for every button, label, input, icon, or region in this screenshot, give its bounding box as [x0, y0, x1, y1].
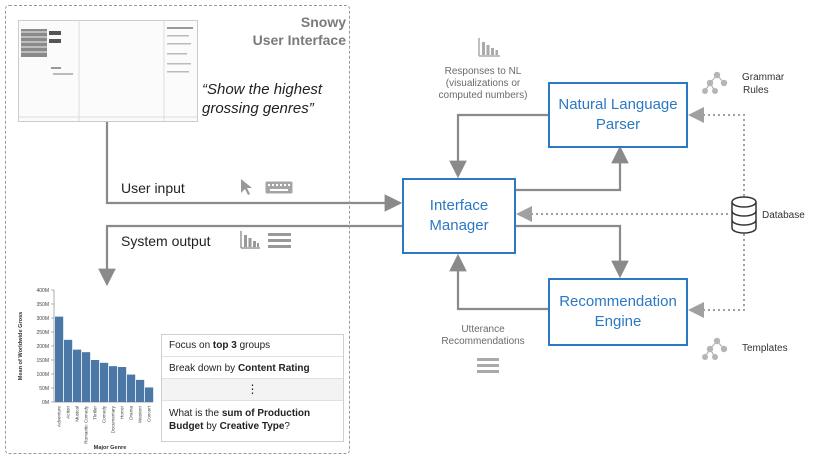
templates-label: Templates	[742, 343, 788, 354]
rec-bold: Content Rating	[237, 363, 310, 374]
recommendation-engine-box: Recommendation Engine	[548, 278, 688, 346]
responses-line3: computed numbers)	[438, 90, 528, 101]
bar	[91, 360, 100, 402]
rec-text: Break down by	[169, 363, 238, 374]
y-tick-label: 50M	[39, 386, 49, 392]
interface-manager-box: Interface Manager	[402, 178, 516, 254]
bar	[127, 374, 136, 402]
database-icon	[731, 196, 757, 234]
genre-bar-chart: 0M 50M 100M 150M 200M 250M 300M 350M 400M Adventu…	[18, 288, 154, 451]
nl-parser-line2: Parser	[595, 116, 641, 133]
utterance-label: Utterance Recommendations	[420, 324, 546, 348]
rec-bold: sum of Production	[221, 408, 311, 419]
im-to-parser-arrow	[516, 145, 629, 192]
rec-text: Focus on	[169, 340, 213, 351]
grammar-line2: Rules	[743, 85, 769, 96]
x-tick-label: Thriller	[93, 406, 98, 421]
system-output-label: System output	[121, 233, 211, 249]
frame-title: Snowy User Interface	[230, 13, 346, 49]
rec-engine-line2: Engine	[594, 313, 642, 330]
ellipsis-icon: ⋮	[246, 382, 259, 396]
im-to-rec-arrow	[516, 224, 629, 279]
templates-tree-icon	[702, 337, 728, 360]
bar	[100, 362, 109, 402]
x-tick-label: Comedy	[102, 405, 107, 423]
responses-chart-icon	[478, 38, 500, 57]
x-tick-label: Drama	[129, 406, 134, 420]
y-tick-label: 0M	[42, 400, 49, 406]
parser-to-im-arrow	[449, 113, 548, 179]
utterance-line1: Utterance	[461, 324, 505, 335]
y-tick-label: 350M	[36, 302, 49, 308]
bar	[55, 316, 64, 402]
rec-text: groups	[236, 340, 271, 351]
cursor-icon	[241, 179, 252, 195]
list-icon	[268, 233, 291, 248]
bar	[64, 339, 73, 402]
rec-bold: Creative Type	[219, 421, 285, 432]
user-input-arrow	[105, 122, 403, 212]
responses-line2: (visualizations or	[445, 78, 521, 89]
x-tick-label: Horror	[120, 406, 125, 419]
database-label: Database	[762, 210, 805, 221]
rec-engine-line1: Recommendation	[559, 293, 677, 310]
y-tick-label: 300M	[36, 316, 49, 322]
x-tick-label: Romantic Comedy	[84, 405, 89, 443]
keyboard-icon	[265, 181, 293, 194]
y-tick-label: 100M	[36, 372, 49, 378]
y-tick-label: 250M	[36, 330, 49, 336]
grammar-line1: Grammar	[742, 72, 785, 83]
bar	[118, 367, 127, 402]
ui-thumbnail	[18, 20, 198, 122]
nl-parser-line1: Natural Language	[558, 96, 678, 113]
bar	[136, 379, 145, 402]
snowy-ui-frame	[5, 5, 350, 454]
grammar-tree-icon	[702, 71, 728, 94]
interface-manager-line1: Interface	[429, 197, 489, 214]
rec-bold: top 3	[212, 340, 237, 351]
grammar-label: Grammar Rules	[742, 71, 784, 97]
rec-text: by	[203, 421, 220, 432]
db-to-parser-arrow	[688, 107, 745, 196]
rec-item-breakdown[interactable]: Break down by Content Rating	[162, 357, 343, 379]
rec-text: What is the	[169, 408, 222, 419]
interface-manager-line2: Manager	[429, 217, 489, 234]
rec-item-top3[interactable]: Focus on top 3 groups	[162, 335, 343, 357]
x-tick-label: Action	[66, 406, 71, 419]
bar	[145, 387, 154, 402]
bar	[73, 349, 82, 402]
y-tick-label: 400M	[36, 288, 49, 294]
frame-title-line2: User Interface	[252, 32, 346, 48]
x-tick-label: Documentary	[111, 405, 116, 433]
x-tick-label: Adventure	[57, 406, 62, 427]
ui-thumbnail-drawing	[19, 21, 197, 121]
utterance-line2: Recommendations	[441, 336, 525, 347]
rec-text: ?	[284, 421, 290, 432]
user-query-quote: “Show the highest grossing genres”	[202, 81, 323, 117]
responses-label: Responses to NL (visualizations or compu…	[420, 66, 546, 102]
db-to-rec-arrow	[688, 234, 745, 318]
nl-parser-box: Natural Language Parser	[548, 82, 688, 148]
chart-icon	[240, 231, 260, 249]
rec-more-ellipsis: ⋮	[162, 379, 343, 401]
y-tick-label: 150M	[36, 358, 49, 364]
x-tick-label: Musical	[75, 406, 80, 422]
bar	[82, 352, 91, 402]
y-axis-title: Mean of Worldwide Gross	[18, 312, 24, 381]
x-tick-label: Western	[138, 406, 143, 423]
y-tick-label: 200M	[36, 344, 49, 350]
x-axis-title: Major Genre	[94, 445, 127, 451]
user-input-label: User input	[121, 180, 185, 196]
rec-bold: Budget	[169, 421, 204, 432]
responses-line1: Responses to NL	[444, 66, 522, 77]
x-tick-label: Concert	[147, 405, 152, 422]
rec-to-im-arrow	[449, 253, 548, 311]
system-output-arrow	[98, 224, 402, 287]
bar	[109, 366, 118, 402]
utterance-list-icon	[477, 358, 499, 373]
recommendation-panel: Focus on top 3 groups Break down by Cont…	[161, 334, 344, 442]
frame-title-line1: Snowy	[300, 14, 346, 30]
